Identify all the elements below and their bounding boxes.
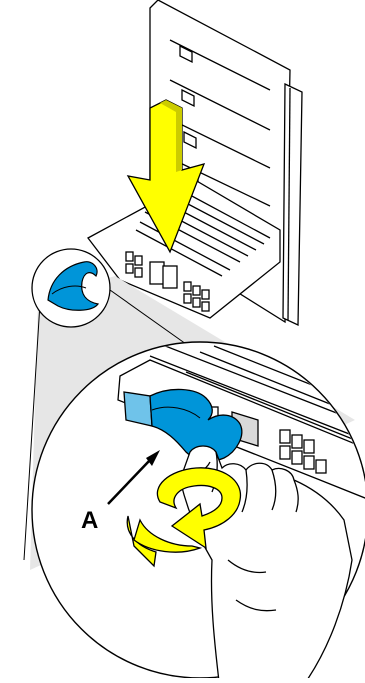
rotate-arrow	[126, 467, 242, 568]
callout-a-leader	[107, 450, 160, 505]
callout-label-a: A	[81, 507, 99, 534]
detail-circle	[31, 248, 111, 328]
rotate-arrow-icon	[156, 467, 242, 550]
drive-bay-assembly	[87, 0, 303, 327]
blue-latch-handle	[123, 388, 243, 462]
drive-bay-front-rail	[282, 82, 303, 327]
insert-direction-arrow	[126, 99, 206, 254]
